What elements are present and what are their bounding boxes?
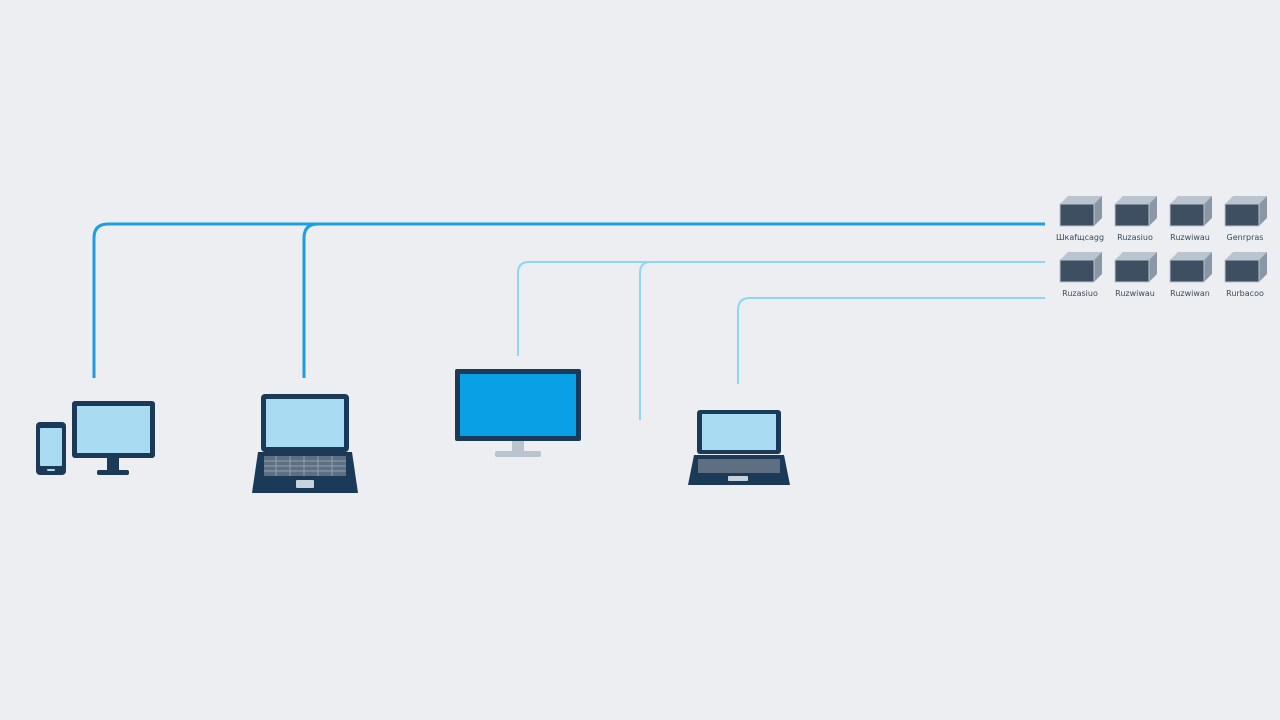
server-icon: Ruzwiwau: [1169, 196, 1212, 242]
connection-line-5: [737, 297, 1045, 384]
server-label: Ruzasiuo: [1062, 289, 1098, 298]
connection-line-4: [639, 261, 652, 420]
server-label: Ruzwiwau: [1170, 233, 1210, 242]
server-label: Ruzwiwau: [1115, 289, 1155, 298]
connection-line-2: [302, 222, 319, 378]
server-icon: Шкаfщcagg: [1056, 196, 1104, 242]
phone-desktop-icon: [36, 401, 155, 475]
desktop-icon: [72, 401, 155, 475]
connection-line-1: [92, 222, 1045, 378]
server-icon: Ruzwiwan: [1169, 252, 1212, 298]
laptop-icon: [688, 410, 790, 485]
server-icon: Ruzwiwau: [1114, 252, 1157, 298]
server-icon: Ruzasiuo: [1114, 196, 1157, 242]
phone-icon: [36, 422, 66, 475]
connection-line-3: [517, 261, 1045, 356]
monitor-icon: [455, 369, 581, 457]
server-label: Rurbacoo: [1226, 289, 1264, 298]
laptop-icon: [252, 394, 358, 493]
server-label: Ruzwiwan: [1170, 289, 1210, 298]
server-icon: Genrpras: [1224, 196, 1267, 242]
server-icon: Rurbacoo: [1224, 252, 1267, 298]
server-label: Ruzasiuo: [1117, 233, 1153, 242]
server-label: Шкаfщcagg: [1056, 233, 1104, 242]
connections: [92, 222, 1045, 420]
server-icon: Ruzasiuo: [1059, 252, 1102, 298]
server-label: Genrpras: [1227, 233, 1264, 242]
